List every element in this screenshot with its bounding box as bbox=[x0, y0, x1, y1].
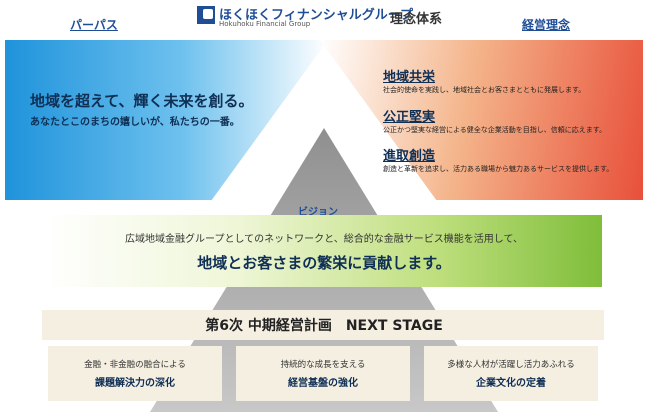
purpose-sub-text: あなたとこのまちの嬉しいが、私たちの一番。 bbox=[30, 117, 240, 128]
pillar-1: 金融・非金融の融合による 課題解決力の深化 bbox=[48, 346, 222, 401]
brand-subtitle: Hokuhoku Financial Group bbox=[219, 20, 311, 28]
vision-text-line1: 広域地域金融グループとしてのネットワークと、総合的な金融サービス機能を活用して、 bbox=[125, 234, 523, 245]
vision-band bbox=[44, 215, 602, 287]
purpose-label: パーパス bbox=[70, 18, 118, 32]
philosophy-heading-2: 公正堅実 bbox=[383, 110, 436, 125]
pillar-3-bottom-text: 企業文化の定着 bbox=[476, 378, 546, 389]
pillar-2: 持続的な成長を支える 経営基盤の強化 bbox=[236, 346, 410, 401]
philosophy-label: 経営理念 bbox=[522, 18, 571, 32]
pillar-2-bottom-text: 経営基盤の強化 bbox=[288, 378, 358, 389]
plan-band bbox=[42, 310, 604, 340]
philosophy-heading-1: 地域共栄 bbox=[383, 70, 436, 85]
brand-name: ほくほくフィナンシャルグループ bbox=[219, 8, 413, 23]
philosophy-heading-3: 進取創造 bbox=[383, 149, 436, 164]
pillar-1-bottom-text: 課題解決力の深化 bbox=[95, 378, 175, 389]
page-title: 理念体系 bbox=[390, 12, 443, 27]
pillar-1-top-text: 金融・非金融の融合による bbox=[84, 360, 186, 370]
vision-text-line2: 地域とお客さまの繁栄に貢献します。 bbox=[197, 254, 451, 272]
philosophy-desc-2: 公正かつ堅実な経営による健全な企業活動を目指し、信頼に応えます。 bbox=[383, 126, 607, 134]
philosophy-desc-3: 創造と革新を追求し、活力ある職場から魅力あるサービスを提供します。 bbox=[383, 165, 614, 173]
purpose-main-text: 地域を超えて、輝く未来を創る。 bbox=[30, 92, 254, 110]
pillar-3: 多様な人材が活躍し活力あふれる 企業文化の定着 bbox=[424, 346, 598, 401]
pillar-3-top-text: 多様な人材が活躍し活力あふれる bbox=[447, 360, 575, 370]
plan-title: 第6次 中期経営計画 NEXT STAGE bbox=[205, 318, 443, 334]
philosophy-desc-1: 社会的使命を実践し、地域社会とお客さまとともに発展します。 bbox=[383, 86, 586, 94]
vision-label: ビジョン bbox=[298, 207, 338, 218]
brand-logo-icon bbox=[197, 6, 215, 24]
pillar-2-top-text: 持続的な成長を支える bbox=[280, 360, 366, 370]
